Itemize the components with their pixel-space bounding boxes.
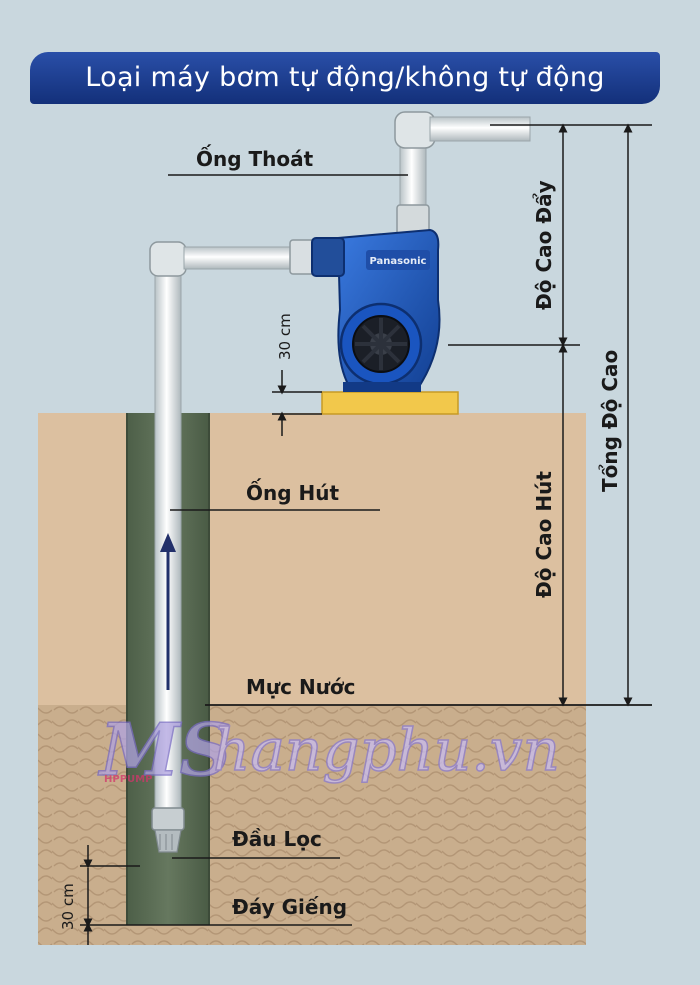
suction-pipe-horizontal bbox=[183, 246, 295, 270]
label-dim-top: 30 cm bbox=[276, 313, 294, 360]
pump-inlet-flange bbox=[311, 237, 345, 277]
foot-valve bbox=[151, 807, 185, 831]
pump-brand-label: Panasonic bbox=[370, 256, 427, 267]
label-do-cao-day: Độ Cao Đẩy bbox=[532, 180, 556, 310]
label-do-cao-hut: Độ Cao Hút bbox=[532, 471, 556, 598]
suction-elbow bbox=[149, 241, 187, 277]
watermark-logo-sub: HPPUMP bbox=[104, 774, 152, 785]
soil-dry bbox=[38, 413, 586, 705]
watermark-logo: MS bbox=[97, 707, 232, 792]
label-ong-thoat: Ống Thoát bbox=[196, 145, 314, 171]
label-dau-loc: Đầu Lọc bbox=[232, 827, 322, 851]
watermark: MS HPPUMP hangphu.vn bbox=[96, 706, 560, 793]
pump-feet bbox=[343, 382, 421, 392]
pump-base bbox=[321, 391, 459, 415]
discharge-pipe-horizontal bbox=[429, 116, 531, 142]
watermark-text: hangphu.vn bbox=[213, 716, 560, 784]
diagram-title: Loại máy bơm tự động/không tự động bbox=[30, 52, 660, 104]
label-tong-do-cao: Tổng Độ Cao bbox=[598, 350, 622, 492]
label-dim-bottom: 30 cm bbox=[59, 883, 77, 930]
foot-valve-strainer bbox=[154, 829, 182, 853]
flow-arrow-head bbox=[160, 533, 176, 552]
label-muc-nuoc: Mực Nước bbox=[246, 675, 356, 699]
discharge-elbow bbox=[394, 111, 436, 149]
pump-brand-plate bbox=[366, 250, 430, 270]
label-ong-hut: Ống Hút bbox=[246, 479, 339, 505]
label-day-gieng: Đáy Giếng bbox=[232, 895, 347, 919]
